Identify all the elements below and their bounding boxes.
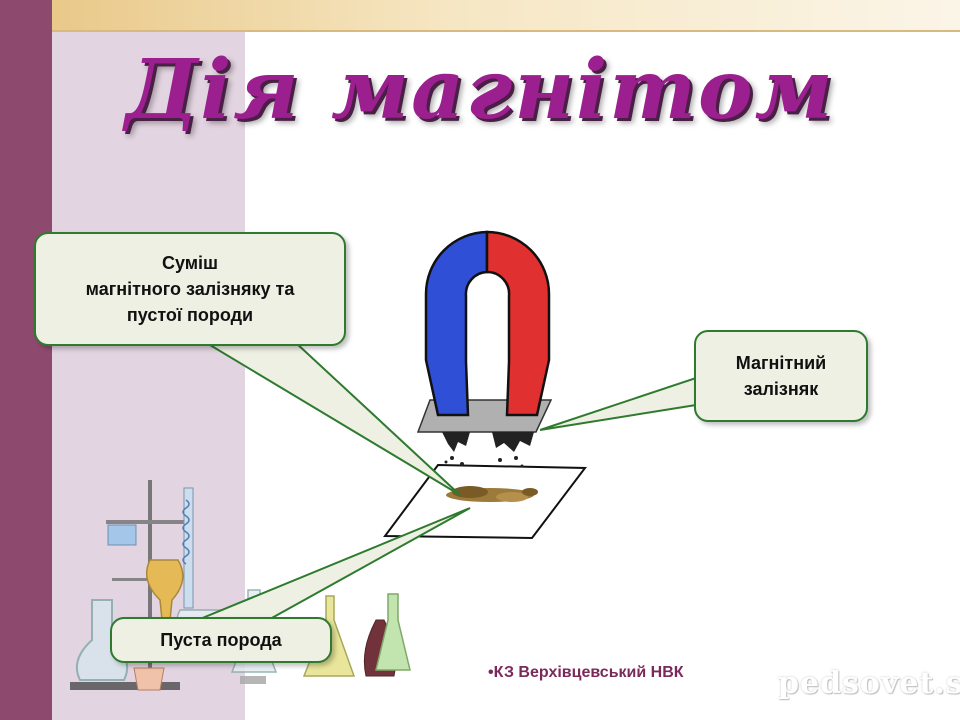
callout-gangue-label: Пуста порода: [160, 629, 282, 650]
left-decor-bar: [0, 0, 52, 720]
callout-gangue: Пуста порода: [110, 617, 332, 663]
horseshoe-magnet-icon: [424, 230, 551, 417]
callout-pointers: [199, 341, 697, 620]
ore-pile: [446, 486, 538, 502]
paper-sheet: [383, 463, 587, 540]
callout-magnetite: Магнітний залізняк: [694, 330, 868, 422]
callout-magnetite-line2: залізняк: [743, 379, 819, 399]
callout-mixture-line1: Суміш: [161, 253, 219, 273]
callout-mixture-line2: магнітного залізняку та: [85, 279, 295, 299]
callout-mixture-line3: пустої породи: [126, 305, 254, 325]
footer-school: •КЗ Верхівцевський НВК: [488, 664, 684, 681]
watermark: pedsovet.su: [778, 666, 960, 701]
callout-mixture: Суміш магнітного залізняку та пустої пор…: [34, 232, 346, 346]
top-decor-line: [52, 30, 960, 32]
callout-magnetite-line1: Магнітний: [735, 353, 827, 373]
slide-title: Дія магнітом: [125, 42, 835, 138]
magnetite-clumps: [442, 432, 534, 468]
iron-plate: [416, 399, 553, 433]
top-decor-strip: [52, 0, 960, 30]
